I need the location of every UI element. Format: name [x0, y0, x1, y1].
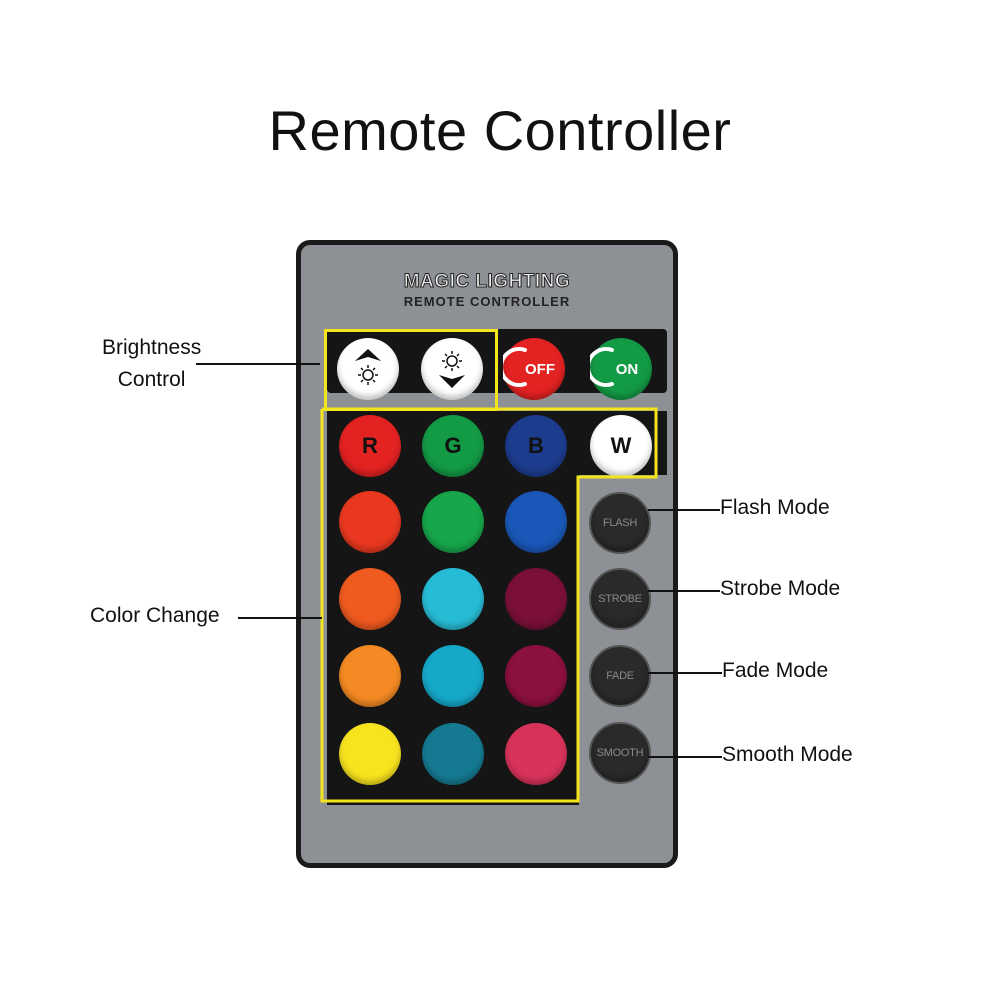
fade-pointer-line	[648, 672, 722, 674]
color-button-4-1[interactable]	[339, 723, 401, 785]
brightness-label-line2: Control	[117, 368, 186, 391]
on-button[interactable]: ON	[590, 338, 652, 400]
on-label: ON	[615, 360, 639, 378]
color-button-1-1[interactable]	[339, 491, 401, 553]
blue-button[interactable]: B	[505, 415, 567, 477]
brand-subtitle: REMOTE CONTROLLER	[403, 294, 571, 309]
color-button-2-3[interactable]	[505, 568, 567, 630]
remote-brand: MAGIC LIGHTING REMOTE CONTROLLER	[301, 271, 673, 310]
brightness-pointer-line	[196, 363, 320, 365]
strobe-button[interactable]: STROBE	[589, 568, 651, 630]
color-button-2-2[interactable]	[422, 568, 484, 630]
flash-pointer-line	[648, 509, 720, 511]
color-button-1-2[interactable]	[422, 491, 484, 553]
color-button-2-1[interactable]	[339, 568, 401, 630]
flash-button[interactable]: FLASH	[589, 492, 651, 554]
color-button-4-2[interactable]	[422, 723, 484, 785]
strobe-label: STROBE	[598, 593, 642, 605]
brightness-down-button[interactable]	[421, 338, 483, 400]
page-title: Remote Controller	[268, 99, 732, 162]
brightness-highlight	[324, 329, 498, 411]
power-on-icon	[590, 347, 614, 387]
red-label: R	[362, 433, 378, 458]
power-off-icon	[503, 347, 527, 387]
strobe-mode-label: Strobe Mode	[720, 577, 841, 600]
red-button[interactable]: R	[339, 415, 401, 477]
brightness-up-button[interactable]	[337, 338, 399, 400]
color-button-4-3[interactable]	[505, 723, 567, 785]
remote-controller: MAGIC LIGHTING REMOTE CONTROLLER	[296, 240, 678, 868]
green-label: G	[444, 433, 462, 458]
brand-name: MAGIC LIGHTING	[403, 271, 571, 293]
fade-button[interactable]: FADE	[589, 645, 651, 707]
color-button-3-1[interactable]	[339, 645, 401, 707]
color-change-pointer-line	[238, 617, 322, 619]
smooth-mode-label: Smooth Mode	[722, 743, 853, 766]
fade-label: FADE	[606, 670, 634, 682]
green-button[interactable]: G	[422, 415, 484, 477]
brightness-up-icon	[355, 349, 381, 385]
smooth-pointer-line	[648, 756, 722, 758]
blue-label: B	[528, 433, 544, 458]
color-button-1-3[interactable]	[505, 491, 567, 553]
brightness-control-label: Brightness Control	[102, 332, 201, 396]
fade-mode-label: Fade Mode	[722, 659, 829, 682]
flash-label: FLASH	[603, 517, 637, 529]
brightness-down-icon	[439, 351, 465, 388]
strobe-pointer-line	[648, 590, 720, 592]
off-label: OFF	[525, 360, 555, 378]
color-button-3-2[interactable]	[422, 645, 484, 707]
brightness-label-line1: Brightness	[102, 336, 202, 359]
white-label: W	[610, 433, 632, 458]
flash-mode-label: Flash Mode	[720, 496, 830, 519]
color-button-3-3[interactable]	[505, 645, 567, 707]
smooth-label: SMOOTH	[596, 747, 644, 759]
smooth-button[interactable]: SMOOTH	[589, 722, 651, 784]
off-button[interactable]: OFF	[503, 338, 565, 400]
white-button[interactable]: W	[590, 415, 652, 477]
color-change-label: Color Change	[90, 604, 220, 627]
